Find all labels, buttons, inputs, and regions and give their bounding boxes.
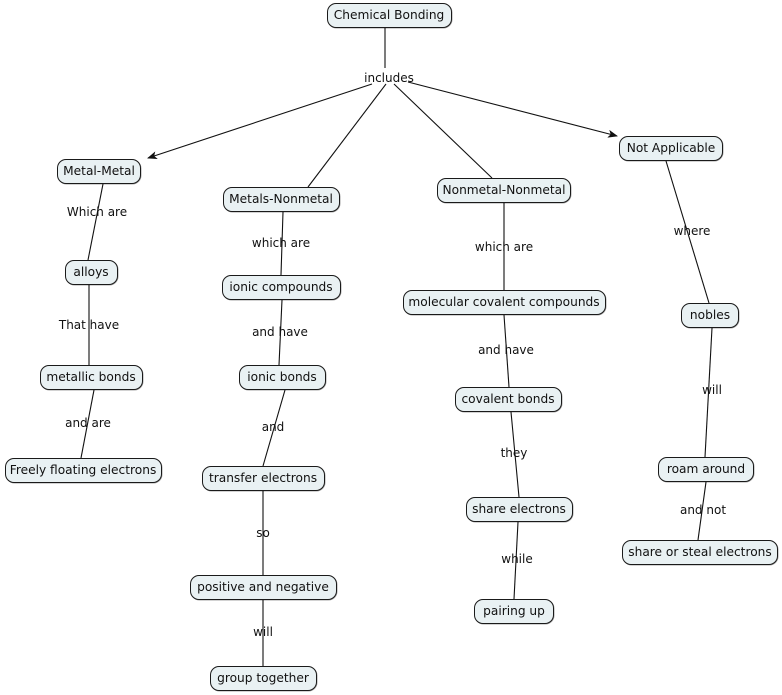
node-share-electrons[interactable]: share electrons bbox=[465, 496, 573, 522]
node-metallic-bonds[interactable]: metallic bonds bbox=[39, 364, 143, 390]
edge-covalent-bonds-to-share-electrons bbox=[510, 411, 520, 498]
node-pairing-up[interactable]: pairing up bbox=[474, 598, 554, 624]
link-label-that-have: That have bbox=[58, 318, 120, 332]
link-label-will-2: will bbox=[702, 383, 722, 397]
node-ionic-compounds[interactable]: ionic compounds bbox=[221, 274, 341, 300]
edge-ionic-compounds-to-ionic-bonds bbox=[278, 299, 283, 366]
edge-includes-to-metals-nonmetal bbox=[307, 83, 387, 188]
link-label-includes: includes bbox=[364, 71, 414, 85]
node-transfer-electrons[interactable]: transfer electrons bbox=[201, 465, 325, 491]
link-label-which-are-3: which are bbox=[474, 240, 534, 254]
node-ionic-bonds[interactable]: ionic bonds bbox=[238, 364, 326, 390]
node-alloys[interactable]: alloys bbox=[64, 259, 118, 285]
node-metals-nonmetal[interactable]: Metals-Nonmetal bbox=[222, 186, 340, 212]
node-nobles[interactable]: nobles bbox=[681, 302, 739, 328]
node-roam-around[interactable]: roam around bbox=[658, 456, 754, 482]
link-label-and-have-1: and have bbox=[252, 325, 308, 339]
edge-nobles-to-roam-around bbox=[704, 327, 713, 458]
link-label-so: so bbox=[256, 526, 270, 540]
edge-share-electrons-to-pairing-up bbox=[513, 521, 519, 600]
edge-includes-to-metal-metal bbox=[147, 83, 373, 159]
edge-not-applicable-to-nobles bbox=[665, 160, 710, 304]
node-group-together[interactable]: group together bbox=[209, 665, 317, 691]
link-label-they: they bbox=[500, 446, 528, 460]
node-share-or-steal-electrons[interactable]: share or steal electrons bbox=[622, 539, 778, 565]
edge-ionic-bonds-to-transfer-electrons bbox=[262, 389, 286, 467]
edge-molecular-to-covalent-bonds bbox=[503, 314, 510, 388]
node-chemical-bonding[interactable]: Chemical Bonding bbox=[326, 2, 452, 28]
edges bbox=[80, 28, 713, 666]
edge-includes-to-not-applicable bbox=[407, 81, 618, 138]
node-nonmetal-nonmetal[interactable]: Nonmetal-Nonmetal bbox=[437, 177, 571, 203]
node-freely-floating-electrons[interactable]: Freely floating electrons bbox=[4, 457, 162, 483]
edge-includes-to-nonmetal-nonmetal bbox=[393, 83, 493, 179]
edge-metal-metal-to-alloys bbox=[87, 183, 104, 261]
link-label-and-not: and not bbox=[679, 503, 727, 517]
link-label-and-have-2: and have bbox=[478, 343, 534, 357]
node-covalent-bonds[interactable]: covalent bonds bbox=[454, 386, 562, 412]
link-label-will-1: will bbox=[253, 625, 273, 639]
node-not-applicable[interactable]: Not Applicable bbox=[619, 135, 723, 161]
link-label-and: and bbox=[261, 420, 285, 434]
edge-roam-around-to-share-or-steal bbox=[697, 481, 707, 541]
link-label-while: while bbox=[501, 552, 533, 566]
link-label-which-are-1: Which are bbox=[66, 205, 128, 219]
node-molecular-covalent-compounds[interactable]: molecular covalent compounds bbox=[402, 289, 606, 315]
link-label-and-are: and are bbox=[65, 416, 111, 430]
link-label-which-are-2: which are bbox=[251, 236, 311, 250]
node-positive-and-negative[interactable]: positive and negative bbox=[189, 574, 337, 600]
node-metal-metal[interactable]: Metal-Metal bbox=[57, 158, 141, 184]
link-label-where: where bbox=[673, 224, 711, 238]
edge-metals-nonmetal-to-ionic-compounds bbox=[280, 211, 284, 276]
edge-metallic-bonds-to-freely-floating bbox=[80, 389, 95, 459]
